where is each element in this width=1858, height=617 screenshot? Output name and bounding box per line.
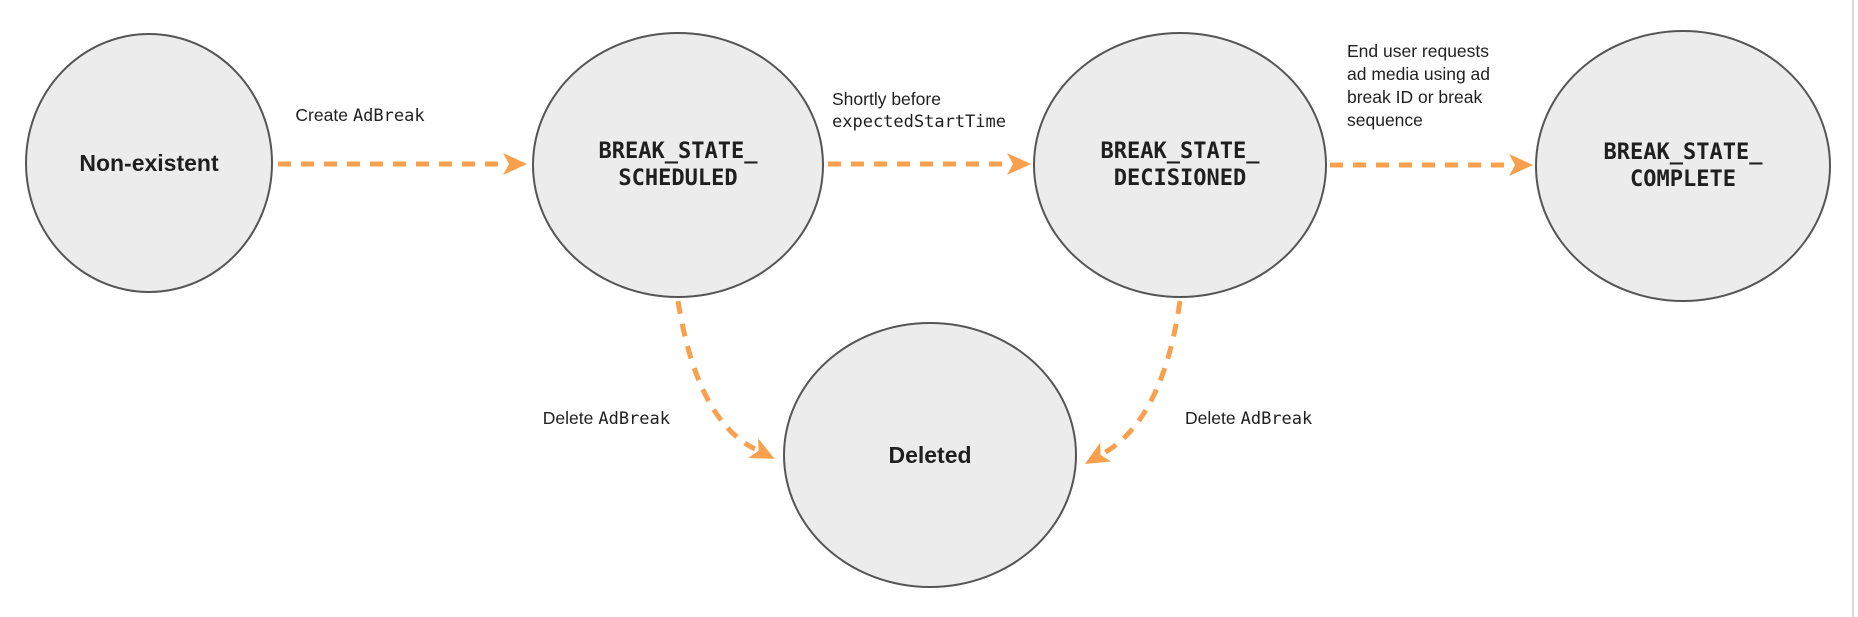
delete-right-label-code: AdBreak [1240,409,1313,429]
shortly-before-line2-code: expectedStartTime [832,112,1006,132]
node-deleted-label: Deleted [888,441,972,468]
node-scheduled-label-line2: SCHEDULED [618,166,738,191]
node-non-existent-label: Non-existent [79,149,219,176]
end-user-label-line4: sequence [1347,110,1423,130]
edge-label-end-user-requests: End user requests ad media using ad brea… [1347,40,1532,132]
page-divider [1852,0,1854,617]
node-complete-label-line1: BREAK_STATE_ [1603,140,1763,165]
edge-label-shortly-before: Shortly before expectedStartTime [832,88,1006,134]
end-user-label-line3: break ID or break [1347,87,1483,107]
node-deleted: Deleted [783,322,1077,588]
delete-left-label-text: Delete [542,408,594,428]
create-label-code: AdBreak [352,106,425,126]
end-user-label-line2: ad media using ad [1347,64,1491,84]
node-non-existent: Non-existent [25,33,273,293]
end-user-label-line1: End user requests [1347,41,1490,61]
edge-delete-from-scheduled [675,300,775,459]
node-complete-label-line2: COMPLETE [1630,167,1736,192]
delete-left-label-code: AdBreak [598,409,670,429]
edge-delete-from-decisioned [1084,300,1183,464]
delete-right-label-text: Delete [1185,408,1236,428]
node-scheduled-label-line1: BREAK_STATE_ [598,139,758,164]
node-break-state-scheduled: BREAK_STATE_ SCHEDULED [532,32,824,298]
node-decisioned-label-line2: DECISIONED [1113,166,1247,191]
create-label-text: Create [295,105,348,125]
node-break-state-complete: BREAK_STATE_ COMPLETE [1535,30,1831,302]
node-break-state-decisioned: BREAK_STATE_ DECISIONED [1033,32,1327,298]
node-decisioned-label-line1: BREAK_STATE_ [1100,139,1260,164]
shortly-before-line1: Shortly before [832,89,941,109]
